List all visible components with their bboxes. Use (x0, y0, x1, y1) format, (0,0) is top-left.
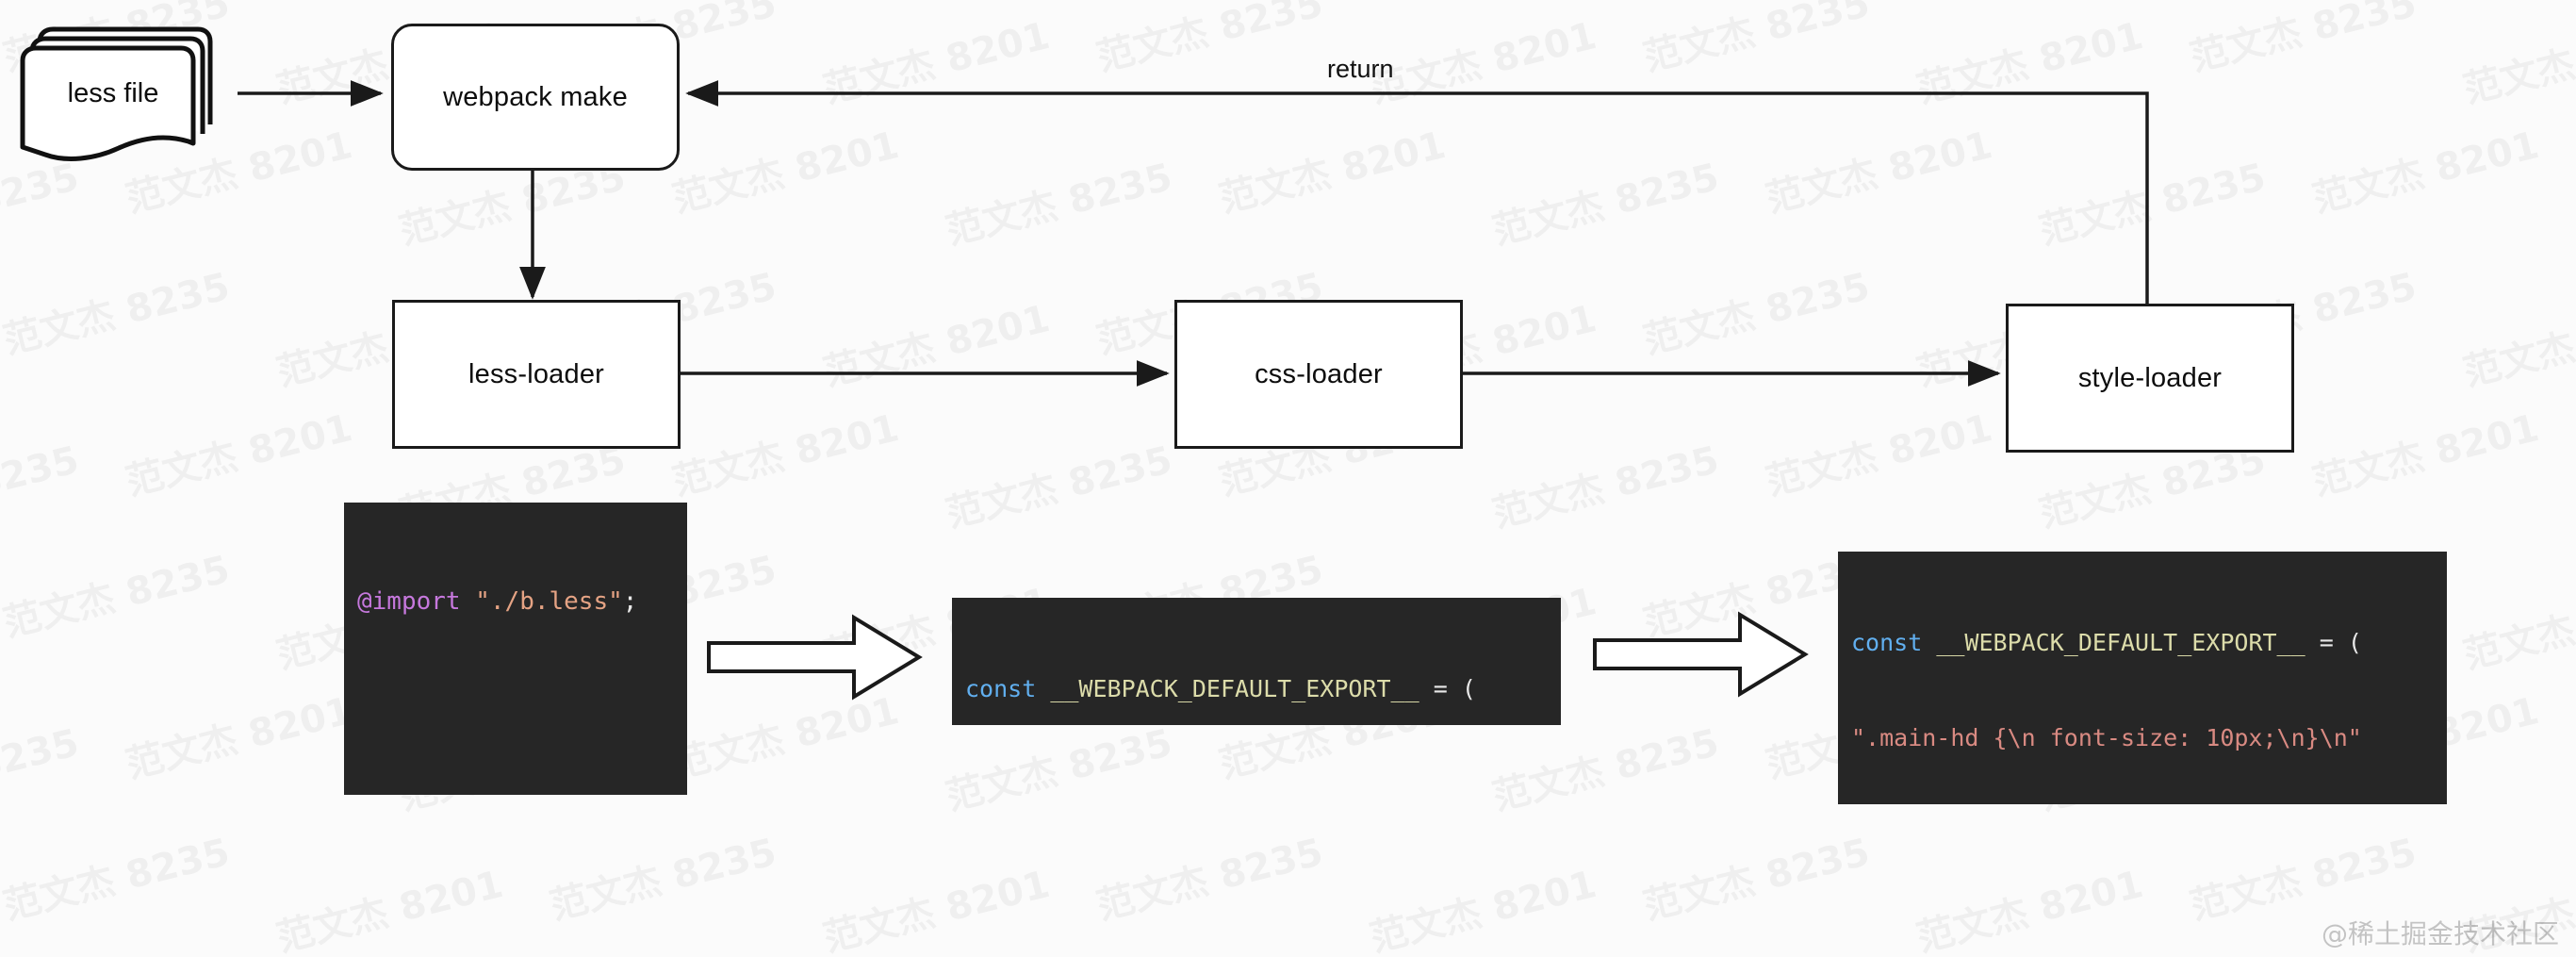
node-less-loader[interactable]: less-loader (392, 300, 681, 449)
code-line: const __WEBPACK_DEFAULT_EXPORT__ = ( (965, 674, 1476, 702)
document-stack-icon (20, 26, 213, 161)
node-css-loader-label: css-loader (1255, 358, 1383, 389)
code-line: ".main-hd {\n font-size: 10px;\n}\n" (1851, 723, 2362, 751)
node-css-loader[interactable]: css-loader (1174, 300, 1463, 449)
node-style-loader-label: style-loader (2077, 362, 2223, 393)
site-watermark: @稀土掘金技术社区 (2321, 918, 2559, 949)
node-less-file[interactable]: less file (13, 13, 238, 173)
edge-label-return: return (1327, 55, 1394, 83)
code-block-css-loader-output: const __WEBPACK_DEFAULT_EXPORT__ = ( ".m… (952, 598, 1561, 725)
block-arrow-1 (707, 614, 923, 701)
node-less-file-label: less file (67, 77, 159, 108)
node-webpack-make[interactable]: webpack make (391, 24, 680, 171)
code-block-less-source: @import "./b.less"; .main { &-hd { font-… (344, 503, 687, 795)
code-line (357, 691, 674, 727)
code-block-style-loader-output: const __WEBPACK_DEFAULT_EXPORT__ = ( ".m… (1838, 552, 2447, 804)
node-style-loader[interactable]: style-loader (2006, 304, 2294, 453)
code-line: const __WEBPACK_DEFAULT_EXPORT__ = ( (1851, 628, 2362, 656)
node-webpack-make-label: webpack make (443, 81, 628, 112)
edge-return-to-webpack (685, 80, 2149, 305)
node-less-loader-label: less-loader (468, 358, 605, 389)
code-line: @import "./b.less"; (357, 587, 638, 617)
block-arrow-2 (1593, 611, 1809, 698)
